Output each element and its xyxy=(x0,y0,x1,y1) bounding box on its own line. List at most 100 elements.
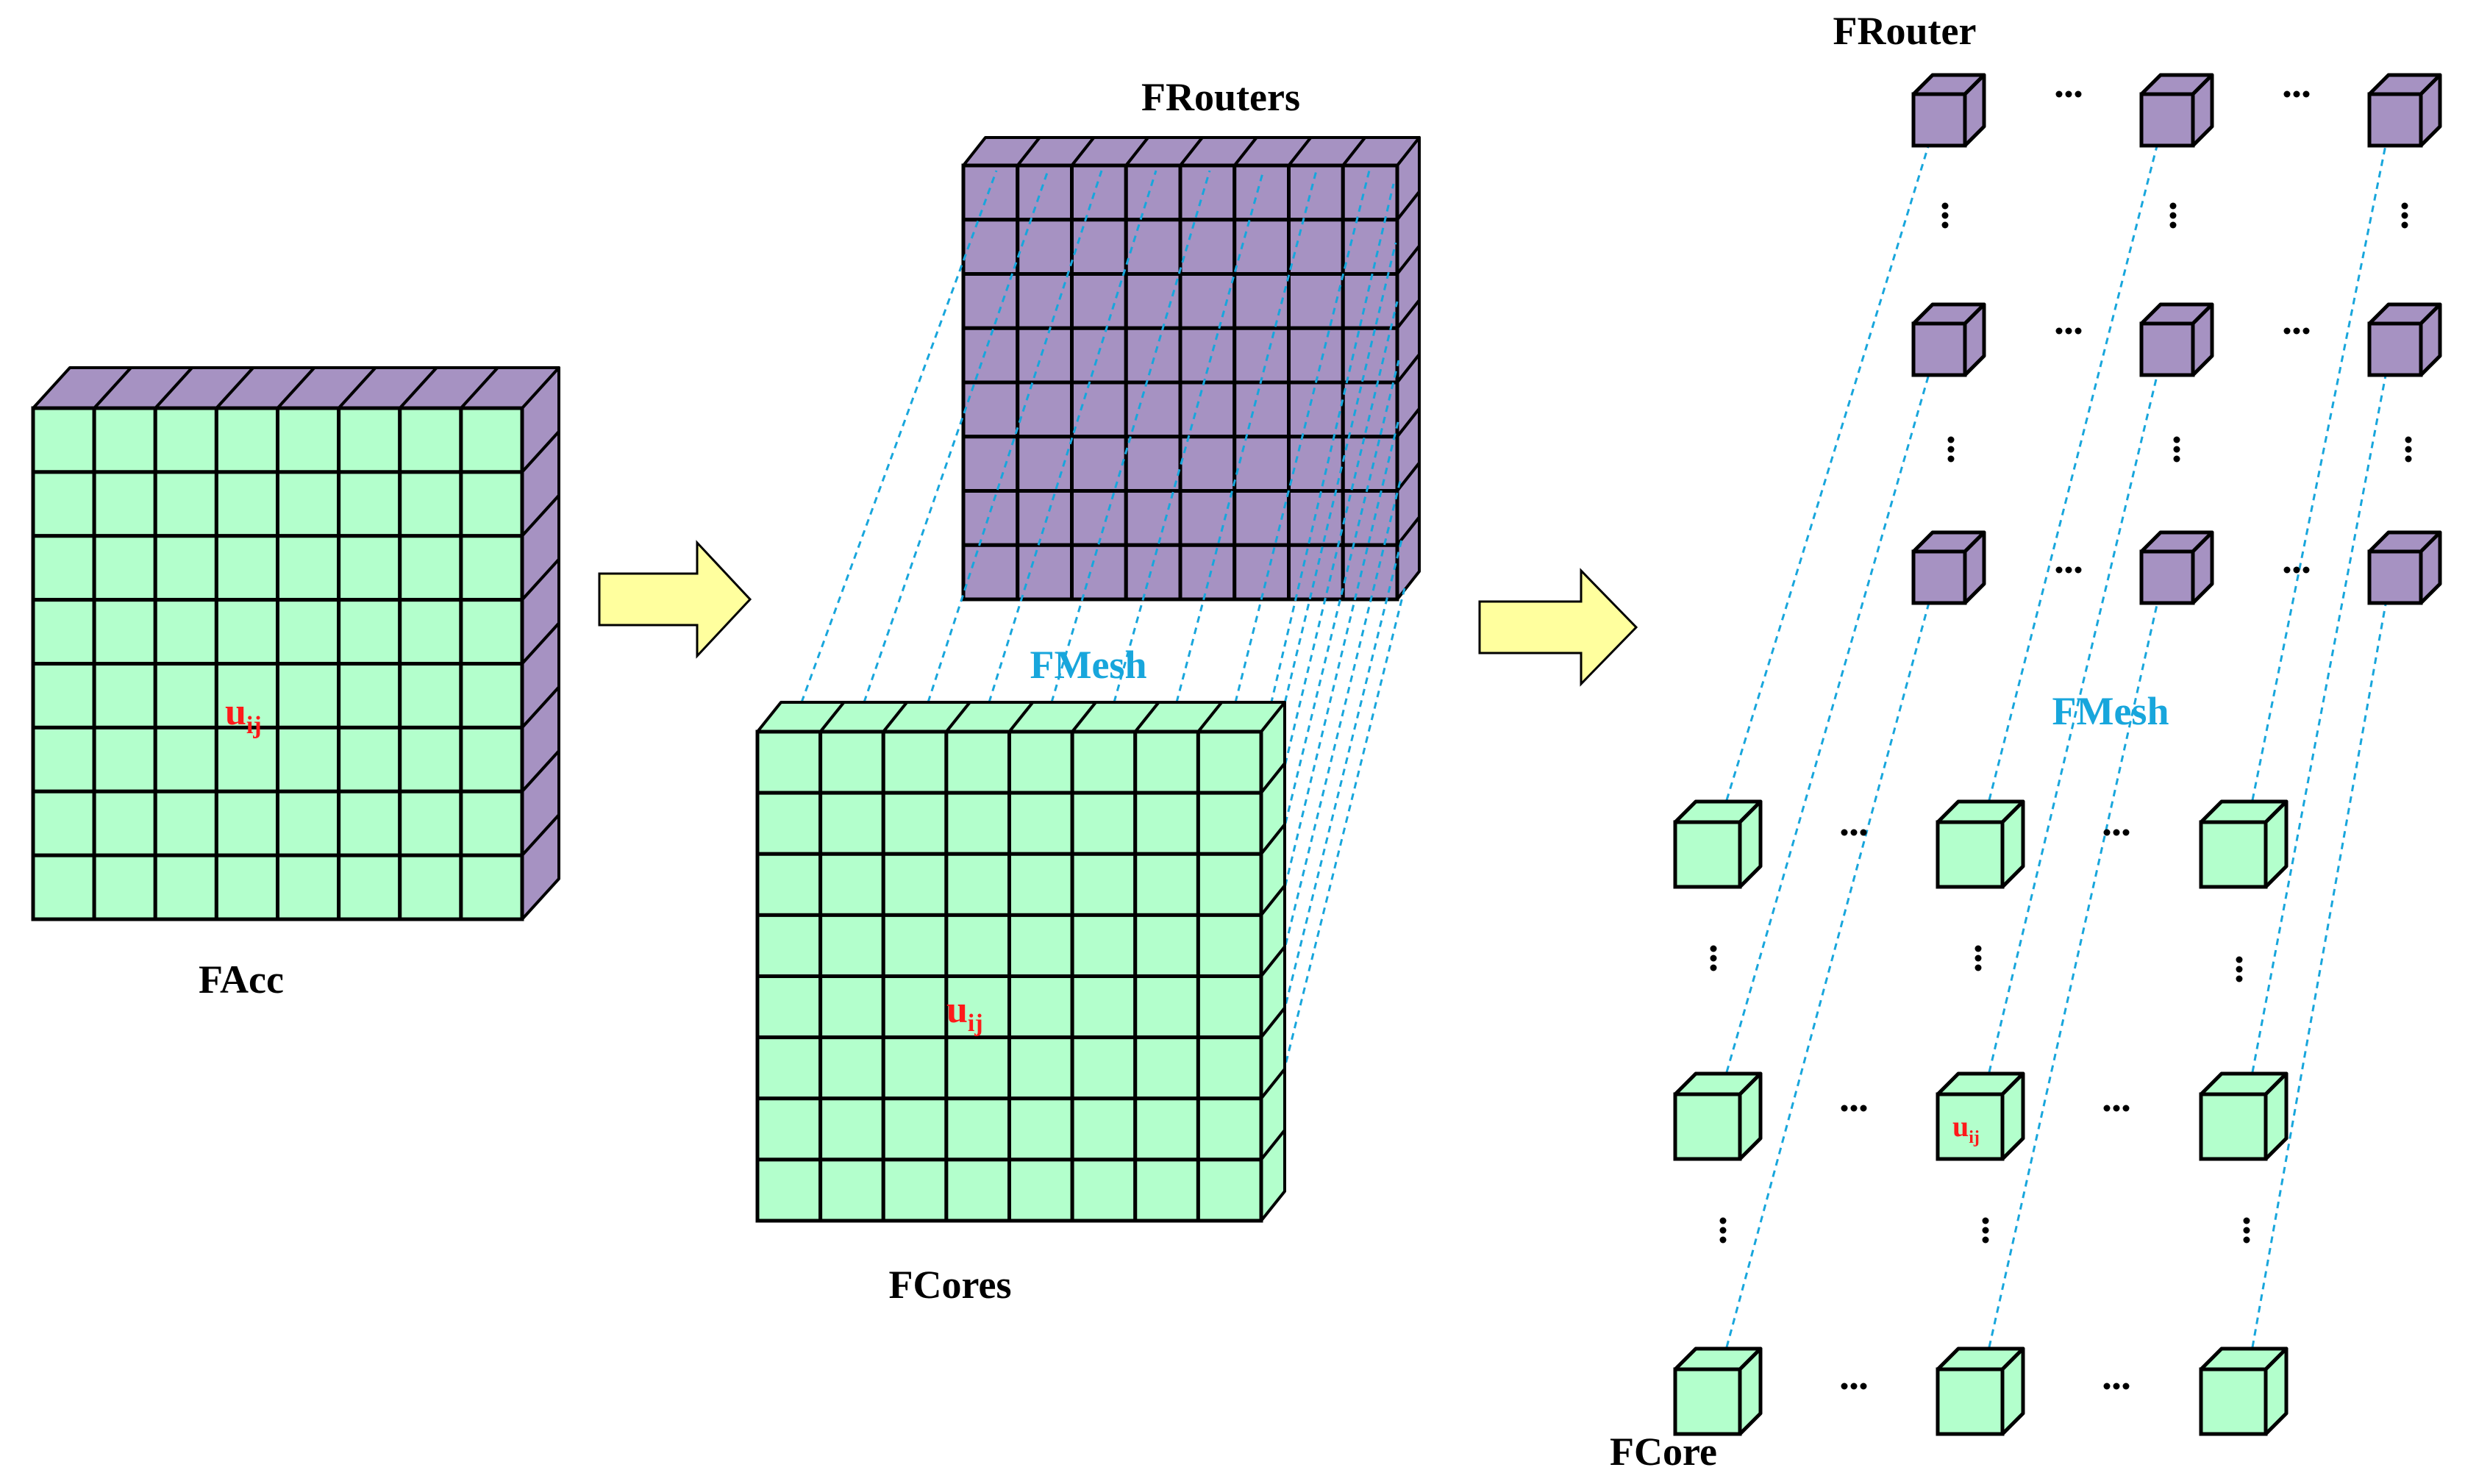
fcores-cell xyxy=(944,791,1011,856)
fcore-cube-front xyxy=(1936,1367,2005,1436)
ellipsis-dot xyxy=(1860,1105,1867,1112)
fcores-cell xyxy=(1070,974,1138,1040)
frouters-cell xyxy=(1232,543,1291,602)
facc-cell xyxy=(459,598,524,666)
fcores-cell xyxy=(944,1096,1011,1162)
frouters-cell xyxy=(1070,272,1128,330)
frouters-cell xyxy=(961,543,1020,602)
fcores-cell xyxy=(1070,1096,1138,1162)
ellipsis-dot xyxy=(2169,212,2177,219)
ellipsis-dot xyxy=(1982,1236,1989,1244)
frouters-cell xyxy=(1016,218,1074,276)
frouters-cell xyxy=(1124,272,1182,330)
ellipsis-dot xyxy=(2113,1105,2120,1112)
frouters-cell xyxy=(1070,218,1128,276)
fcores-cell xyxy=(1007,913,1074,978)
fmesh-link xyxy=(1113,170,1265,703)
fcores-cell xyxy=(1196,913,1263,978)
ellipsis-dot xyxy=(2122,1383,2130,1390)
frouter-cube xyxy=(1911,530,1986,605)
fcores-cell xyxy=(1133,729,1200,795)
frouters-cell xyxy=(1232,326,1291,385)
ellipsis-dot xyxy=(2113,1383,2120,1390)
frouters-cell xyxy=(1178,163,1237,222)
facc-cell xyxy=(31,598,96,666)
facc-cell xyxy=(337,853,402,921)
frouters-cell xyxy=(1124,435,1182,493)
frouters-cell xyxy=(961,435,1020,493)
fcores-cell xyxy=(755,974,823,1040)
ellipsis-dot xyxy=(1719,1217,1727,1224)
frouters-cell xyxy=(1341,272,1399,330)
fcores-cell xyxy=(818,1157,885,1223)
fcores-cell xyxy=(1196,1157,1263,1223)
fcore-cube-front xyxy=(2199,1367,2268,1436)
fcores-cell xyxy=(818,913,885,978)
frouters-cell xyxy=(1178,489,1237,547)
ellipsis-dot xyxy=(1710,945,1717,952)
ellipsis-dot xyxy=(1710,955,1717,962)
frouters-cell xyxy=(1016,380,1074,439)
frouter-cube-front xyxy=(2139,549,2195,605)
facc-cell xyxy=(459,406,524,474)
facc-cell xyxy=(276,853,341,921)
frouter-cube xyxy=(2139,302,2214,377)
ellipsis-dot xyxy=(2243,1236,2250,1244)
fcores-cell xyxy=(1007,1096,1074,1162)
frouters-cell xyxy=(1178,435,1237,493)
facc-cell xyxy=(337,789,402,857)
ellipsis-dot xyxy=(1982,1217,1989,1224)
frouters-cell xyxy=(961,489,1020,547)
facc-cell xyxy=(214,725,279,793)
ellipsis-dot xyxy=(2173,455,2180,463)
facc-cell xyxy=(214,534,279,602)
frouter-cube-front xyxy=(1911,92,1967,148)
fmesh-link xyxy=(1725,591,1933,1348)
ellipsis-dot xyxy=(1719,1227,1727,1234)
frouters-cell xyxy=(1124,326,1182,385)
ellipsis-dot xyxy=(2283,327,2291,335)
frouter-cube xyxy=(1911,302,1986,377)
ellipsis-dot xyxy=(2302,327,2310,335)
frouters-cell xyxy=(1124,380,1182,439)
fcores-cell xyxy=(944,974,1011,1040)
facc-cell xyxy=(459,853,524,921)
facc-cell xyxy=(398,406,463,474)
frouters-cell xyxy=(1287,435,1345,493)
fcores-cell xyxy=(944,913,1011,978)
facc-cell xyxy=(92,406,157,474)
ellipsis-dot xyxy=(2065,566,2072,574)
fcores-cell xyxy=(1070,852,1138,917)
fcore-cube-front xyxy=(2199,820,2268,889)
fcores-cell xyxy=(818,1096,885,1162)
fcores-cell xyxy=(881,729,949,795)
facc-cell xyxy=(92,470,157,538)
frouter-cube xyxy=(1911,73,1986,148)
facc-cell xyxy=(92,853,157,921)
fcores-cell xyxy=(944,1157,1011,1223)
frouters-cell xyxy=(1178,326,1237,385)
facc-cell xyxy=(337,406,402,474)
fcores-cell xyxy=(1133,1035,1200,1101)
fcores-cell xyxy=(1007,1035,1074,1101)
fcore-cube xyxy=(1936,1346,2025,1436)
fcores-cell xyxy=(944,1035,1011,1101)
frouters-cell xyxy=(1070,163,1128,222)
facc-cell xyxy=(276,598,341,666)
fcores-cell xyxy=(818,1035,885,1101)
ellipsis-dot xyxy=(2293,327,2300,335)
ellipsis-dot xyxy=(1941,212,1949,219)
fcore-cube xyxy=(1673,799,1763,889)
facc-cell xyxy=(398,534,463,602)
frouter-cube xyxy=(2367,302,2442,377)
frouter-cube-front xyxy=(1911,321,1967,377)
ellipsis-dot xyxy=(1841,829,1848,836)
fmesh-link xyxy=(2251,363,2389,1073)
ellipsis-dot xyxy=(2243,1217,2250,1224)
ellipsis-dot xyxy=(2169,221,2177,229)
frouters-cell xyxy=(1016,489,1074,547)
fmesh-link xyxy=(1050,170,1211,703)
fmesh-link xyxy=(800,170,998,703)
ellipsis-dot xyxy=(2055,566,2063,574)
